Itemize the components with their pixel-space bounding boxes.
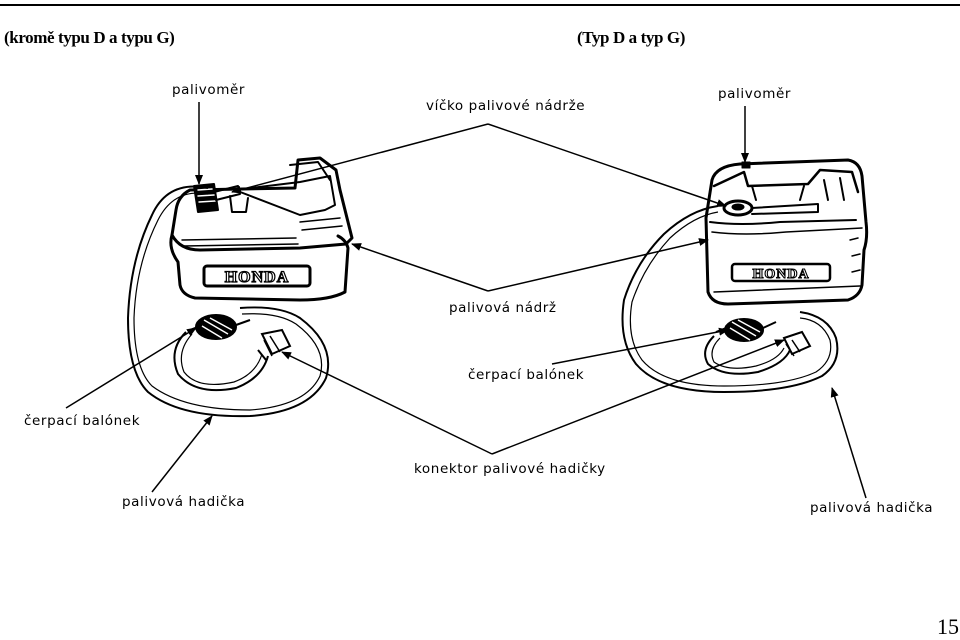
leader-primer-bulb-left [65, 327, 197, 409]
leader-fuel-tank [351, 243, 489, 292]
label-hose-connector: konektor palivové hadičky [414, 461, 606, 477]
hose-connector-right [782, 330, 812, 357]
honda-logo-right: HONDA [730, 262, 832, 283]
hose-connector-left [257, 328, 292, 361]
leader-fuel-cap [231, 123, 489, 194]
fuel-hose-left [126, 185, 330, 418]
leader-fuel-hose-left [151, 415, 213, 493]
label-fuel-hose-right: palivová hadička [810, 500, 934, 516]
label-fuel-hose-left: palivová hadička [122, 494, 246, 510]
label-fuel-gauge-right: palivoměr [718, 86, 791, 102]
label-primer-bulb-right: čerpací balónek [468, 367, 585, 383]
svg-text:HONDA: HONDA [752, 267, 809, 282]
fuel-tank-left [169, 156, 354, 302]
leader-lines [65, 102, 867, 499]
leader-fuel-hose-right [830, 387, 867, 499]
leader-hose-connector [281, 351, 493, 455]
heading-right: (Typ D a typ G) [577, 28, 685, 47]
leader-primer-bulb-right [551, 327, 729, 365]
label-primer-bulb-left: čerpací balónek [24, 413, 141, 429]
fuel-hose-right [621, 205, 839, 394]
top-rule [0, 4, 960, 6]
honda-logo-left: HONDA [202, 264, 312, 288]
label-fuel-tank: palivová nádrž [449, 300, 557, 316]
label-fuel-cap: víčko palivové nádrže [426, 98, 586, 114]
label-fuel-gauge-left: palivoměr [172, 82, 245, 98]
primer-bulb-left [173, 314, 269, 392]
fuel-tank-right [704, 158, 869, 306]
svg-text:HONDA: HONDA [225, 269, 290, 286]
page-number: 15 [937, 614, 959, 639]
heading-left: (kromě typu D a typu G) [4, 28, 175, 47]
